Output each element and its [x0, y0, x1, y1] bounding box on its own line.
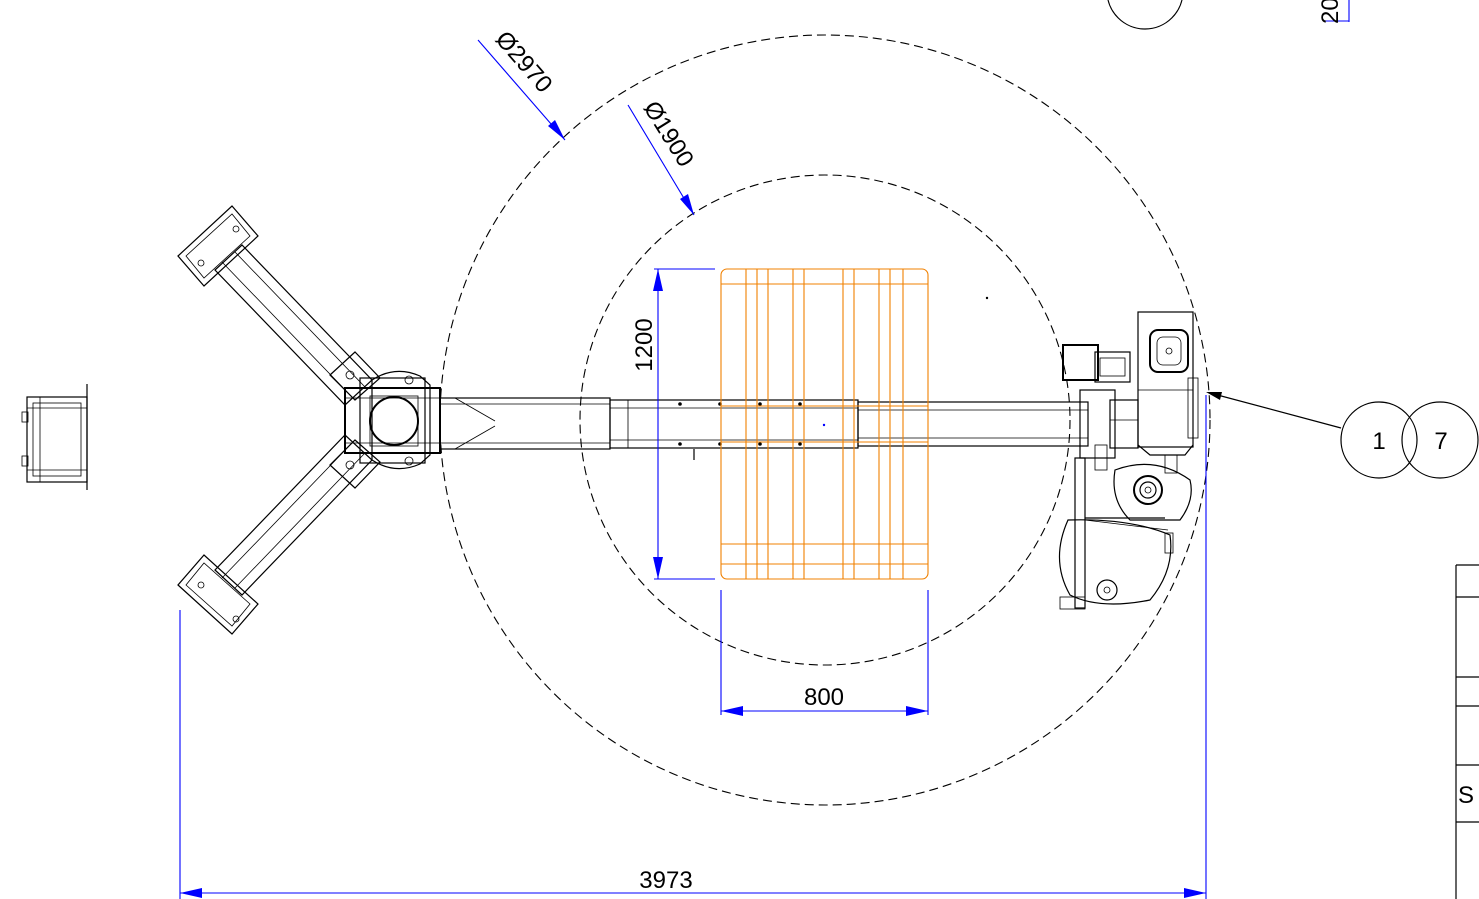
dimension-overall-length: 3973	[179, 395, 1207, 899]
dimension-text-inner-diameter: Ø1900	[638, 96, 699, 171]
head-assembly	[1058, 311, 1199, 610]
dimension-text-overall: 3973	[639, 867, 692, 894]
dimension-inner-diameter: Ø1900	[627, 96, 699, 216]
title-block: S	[1455, 564, 1479, 899]
pallet-outline	[720, 268, 929, 580]
turret-base	[344, 370, 441, 470]
balloon-1	[1340, 401, 1418, 479]
callout-balloons: 1 7	[1206, 392, 1479, 479]
dimension-text-pallet-length: 1200	[631, 318, 658, 371]
dimension-pallet-width: 800	[720, 590, 929, 716]
outrigger-upper	[177, 205, 381, 406]
balloon-7-text: 7	[1434, 428, 1447, 455]
inner-swing-circle	[579, 174, 1071, 666]
title-block-text: S	[1458, 782, 1474, 809]
boom	[439, 397, 1089, 460]
top-right-partial-dimension: 20	[1317, 0, 1350, 24]
dimension-outer-diameter: Ø2970	[477, 26, 566, 141]
dimension-text-pallet-width: 800	[804, 684, 844, 711]
outrigger-lower	[177, 434, 381, 635]
balloon-1-text: 1	[1372, 428, 1385, 455]
balloon-7	[1401, 401, 1479, 479]
top-balloon-text: 6	[1138, 0, 1151, 6]
top-partial-balloon: 6	[1107, 0, 1183, 30]
side-view-part	[21, 384, 88, 490]
dimension-pallet-length: 1200	[631, 268, 715, 580]
top-right-dimension-text: 20	[1317, 0, 1344, 24]
dimension-text-outer-diameter: Ø2970	[490, 26, 558, 98]
